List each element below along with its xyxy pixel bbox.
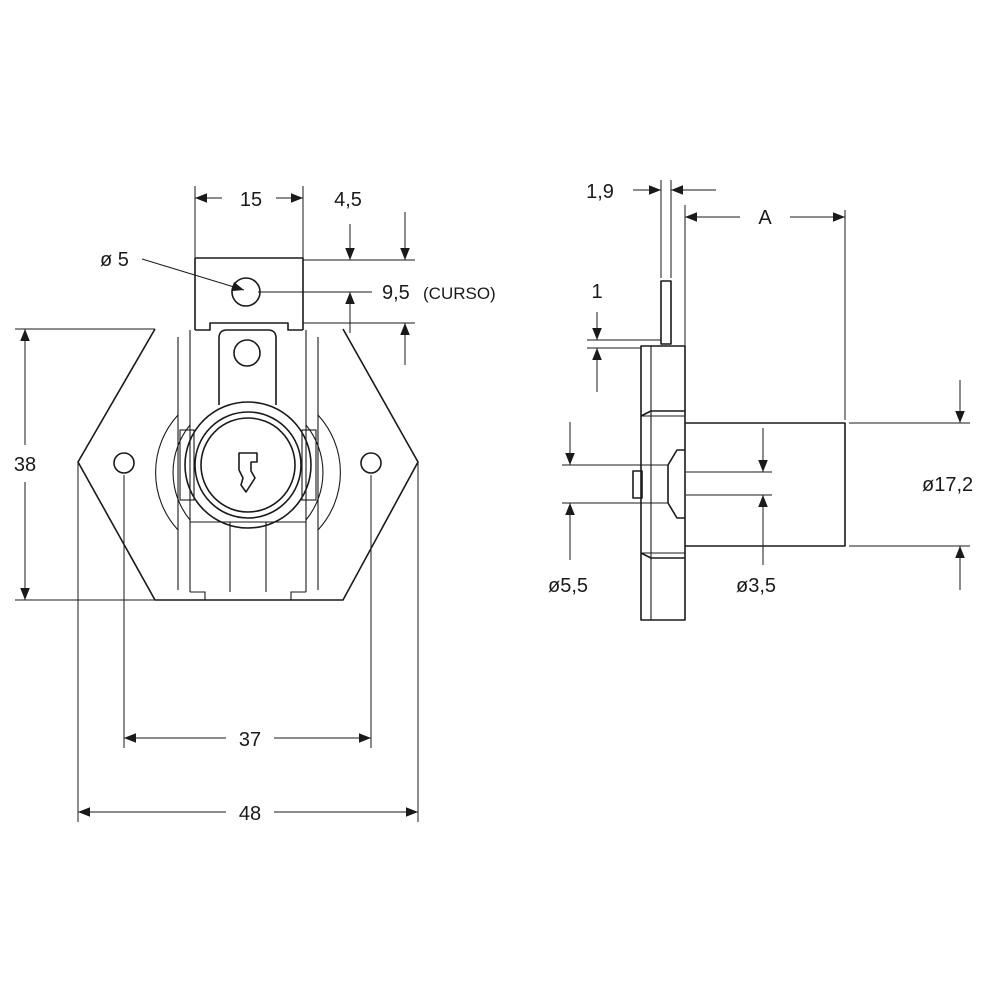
side-view: 1,9 A 1 ø17,2 bbox=[548, 180, 973, 621]
body-rib-right bbox=[305, 330, 319, 592]
dim-label-total-width: 48 bbox=[239, 803, 261, 825]
dim-label-top-width: 15 bbox=[240, 189, 262, 211]
cam-slot-left bbox=[179, 429, 195, 501]
body-rib-left bbox=[177, 330, 191, 592]
dim-label-body-diameter: ø17,2 bbox=[922, 474, 973, 496]
dim-step: 1 bbox=[587, 281, 661, 392]
dim-pin-diameter-outer: ø5,5 bbox=[548, 422, 668, 597]
dim-label-pin-diameter-outer: ø5,5 bbox=[548, 575, 588, 597]
dim-label-depth: A bbox=[758, 207, 772, 229]
pin-outline bbox=[667, 449, 685, 519]
dim-body-diameter: ø17,2 bbox=[849, 380, 973, 590]
dim-top-width: 15 bbox=[194, 186, 304, 258]
dim-label-height: 38 bbox=[14, 454, 36, 476]
lock-body-outline bbox=[77, 328, 419, 601]
dim-label-stroke-note: (CURSO) bbox=[423, 284, 496, 303]
dim-label-plate-thickness: 1,9 bbox=[586, 181, 614, 203]
dim-label-stroke: 9,5 bbox=[382, 282, 410, 304]
cylinder-outer bbox=[184, 401, 312, 529]
lower-channel bbox=[190, 521, 306, 600]
front-view: 15 4,5 ø 5 9,5 (CURSO) bbox=[14, 186, 496, 825]
bolt-outline bbox=[194, 257, 304, 331]
dim-label-step: 1 bbox=[591, 281, 602, 303]
mount-hole-right bbox=[360, 452, 382, 474]
dim-plate-thickness: 1,9 bbox=[586, 180, 716, 278]
dim-hole-diameter: ø 5 bbox=[100, 249, 245, 292]
dim-label-hole-spacing: 37 bbox=[239, 729, 261, 751]
dim-hole-spacing: 37 bbox=[123, 475, 372, 751]
dim-top-offset: 4,5 bbox=[303, 189, 415, 261]
slide-tab bbox=[218, 329, 277, 405]
pin-stub bbox=[632, 470, 643, 499]
cam-detail bbox=[640, 410, 685, 559]
cam-arc-outer bbox=[155, 414, 341, 531]
cylinder-face bbox=[200, 417, 296, 513]
dim-height: 38 bbox=[14, 328, 155, 601]
slide-tab-hole bbox=[233, 339, 261, 367]
bolt-hole bbox=[231, 277, 261, 307]
dim-pin-diameter-inner: ø3,5 bbox=[686, 428, 776, 597]
dim-label-top-offset: 4,5 bbox=[334, 189, 362, 211]
dim-label-hole-diameter: ø 5 bbox=[100, 249, 129, 271]
keyway-icon bbox=[238, 452, 258, 493]
flange-plate bbox=[640, 345, 686, 621]
cylinder-body bbox=[685, 422, 846, 547]
dim-label-pin-diameter-inner: ø3,5 bbox=[736, 575, 776, 597]
cylinder-ring bbox=[194, 411, 302, 519]
flange-inner-line bbox=[641, 346, 685, 620]
mount-hole-left bbox=[113, 452, 135, 474]
cam-slot-right bbox=[301, 429, 317, 501]
cam-arc-inner bbox=[172, 424, 324, 521]
bolt-strip bbox=[660, 280, 672, 345]
dim-depth: A bbox=[684, 205, 846, 420]
dim-total-width: 48 bbox=[77, 462, 419, 825]
dim-stroke: 9,5 (CURSO) bbox=[258, 282, 496, 365]
